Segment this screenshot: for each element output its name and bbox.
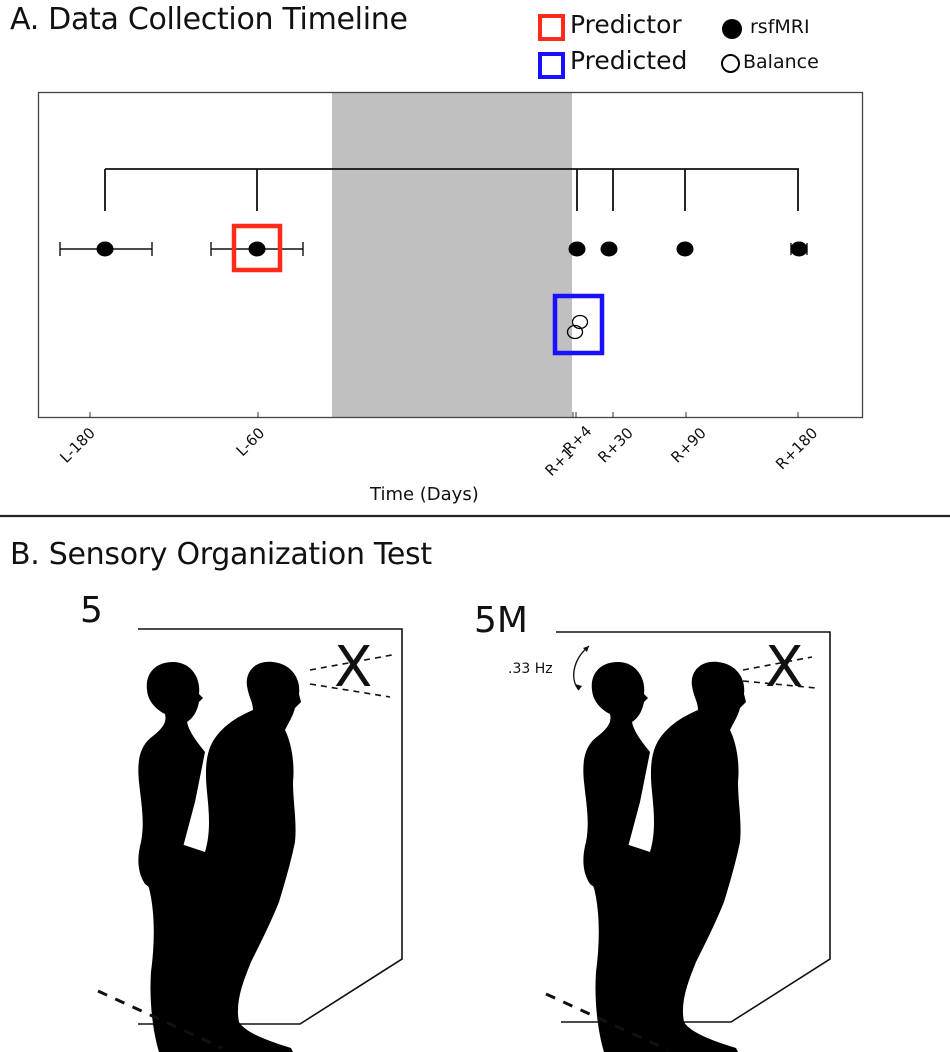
predictor-legend-label: Predictor <box>570 10 682 39</box>
rsfmri-point-R+30 <box>600 241 618 257</box>
rsfmri-point-R+180 <box>790 241 808 257</box>
subject-silhouette-5 <box>138 661 301 1052</box>
rsfmri-point-L-60 <box>248 241 266 257</box>
sway-axis-dashed-5m <box>545 992 669 1052</box>
predicted-legend-swatch <box>538 52 565 79</box>
condition-5m-label: 5M <box>474 600 528 641</box>
balance-legend-label: Balance <box>743 51 819 73</box>
head-motion-frequency-label: .33 Hz <box>508 661 553 677</box>
visual-target-x-right: X <box>765 635 804 700</box>
shaded-mission-region <box>332 92 572 418</box>
balance-point-R+1 <box>566 324 584 340</box>
panel-a-title: A. Data Collection Timeline <box>10 2 408 37</box>
sot-enclosure-5m <box>545 631 831 1052</box>
head-rotation-arrow-icon <box>573 645 590 691</box>
balance-point-R+4 <box>571 314 589 330</box>
condition-5-label: 5 <box>80 590 103 631</box>
gaze-line-upper-5 <box>309 654 393 671</box>
predicted-highlight-box <box>552 293 605 356</box>
chart-frame <box>37 91 864 419</box>
timeline-bracket <box>104 168 799 211</box>
predictor-legend-swatch <box>538 14 565 41</box>
rsfmri-data-points <box>96 241 808 257</box>
timeline-chart <box>0 91 950 518</box>
visual-target-x-left: X <box>334 635 373 700</box>
rsfmri-legend-label: rsfMRI <box>750 16 810 38</box>
subject-silhouette-5m <box>583 661 746 1052</box>
rsfmri-point-L-180 <box>96 241 114 257</box>
x-axis-ticks <box>89 412 799 418</box>
predicted-legend-label: Predicted <box>570 46 688 75</box>
x-axis-title: Time (Days) <box>370 484 479 505</box>
rsfmri-filled-circle-icon <box>722 19 742 39</box>
rsfmri-point-R+90 <box>676 241 694 257</box>
gaze-line-lower-5 <box>309 683 391 698</box>
sway-axis-dashed-5 <box>97 989 223 1050</box>
gaze-line-upper-5m <box>742 656 813 671</box>
gaze-line-lower-5m <box>742 680 817 689</box>
balance-data-points <box>566 314 589 340</box>
predictor-highlight-box <box>231 223 283 273</box>
legend: Predictor rsfMRI Predicted Balance <box>536 10 836 82</box>
sot-enclosure-5 <box>97 628 403 1052</box>
panel-b-title: B. Sensory Organization Test <box>10 537 432 572</box>
balance-open-circle-icon <box>721 54 740 73</box>
rsfmri-point-R+4 <box>568 241 586 257</box>
